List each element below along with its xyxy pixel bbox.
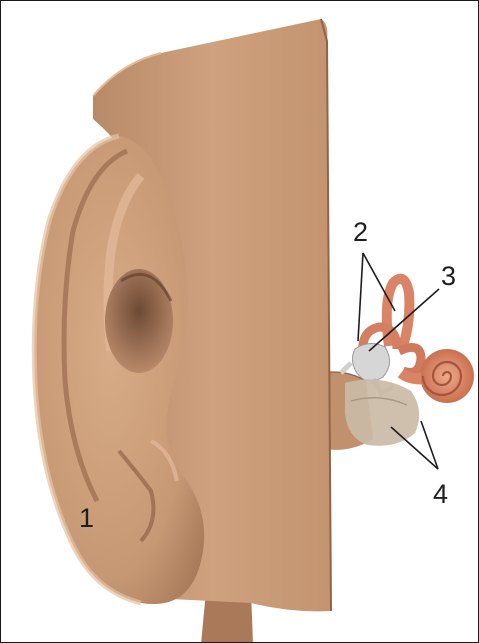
label-1: 1 — [79, 505, 94, 532]
eardrum — [345, 379, 419, 445]
concha — [105, 269, 173, 373]
label-4: 4 — [433, 481, 448, 508]
label-2: 2 — [353, 219, 368, 246]
label-3: 3 — [441, 263, 456, 290]
